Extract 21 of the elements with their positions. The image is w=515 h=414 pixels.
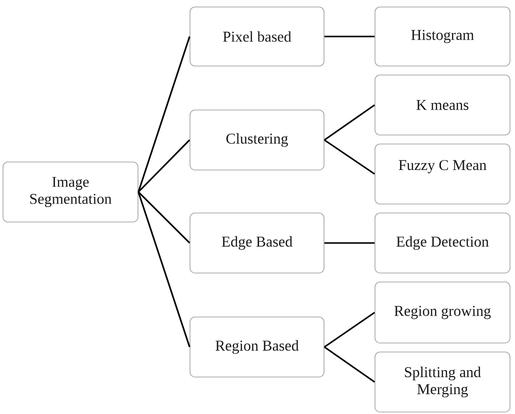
rounded-box: Region growing <box>374 282 510 344</box>
rounded-box: Splitting and Merging <box>374 352 510 412</box>
connector-line <box>138 191 190 244</box>
rounded-box: Edge Based <box>190 212 324 274</box>
rounded-box: Pixel based <box>190 6 324 66</box>
connector-line <box>324 139 376 175</box>
connector-line <box>138 192 190 348</box>
rounded-box: K means <box>374 74 510 136</box>
connector-line <box>324 242 375 244</box>
rounded-box: Fuzzy C Mean <box>374 144 510 204</box>
connector-line <box>138 139 190 193</box>
connector-line <box>324 312 376 348</box>
rounded-box: Edge Detection <box>374 212 510 274</box>
connector-line <box>324 36 375 38</box>
rounded-box: Histogram <box>374 6 510 66</box>
connector-line <box>324 346 376 383</box>
rounded-box: Image Segmentation <box>2 162 138 222</box>
rounded-box: Clustering <box>190 110 324 170</box>
rounded-box: Region Based <box>190 316 324 378</box>
connector-line <box>324 104 376 141</box>
connector-line <box>138 36 190 192</box>
